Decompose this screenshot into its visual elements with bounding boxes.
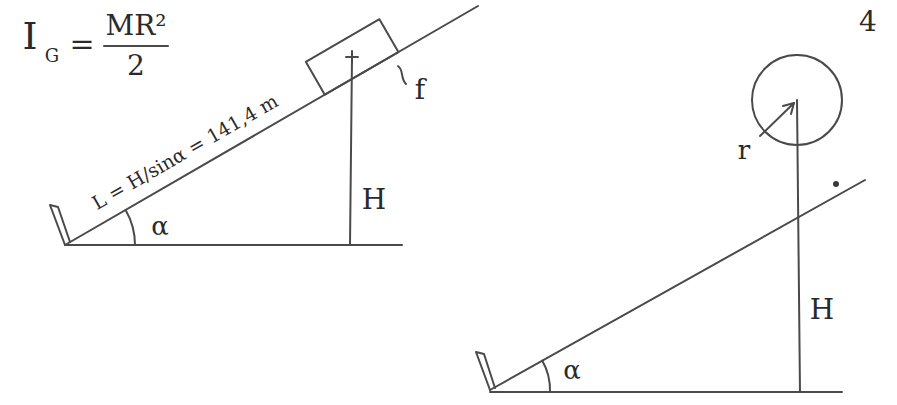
end-stop: [476, 352, 495, 390]
contact-point: [833, 181, 839, 187]
radius-arrowhead: [783, 103, 794, 114]
height-label: H: [362, 186, 386, 214]
incline-base: [65, 244, 402, 246]
angle-arc: [542, 361, 550, 393]
formula-subscript: G: [45, 47, 59, 65]
height-line: [797, 100, 800, 392]
end-stop: [50, 205, 70, 245]
friction-label: f: [415, 76, 425, 104]
angle-label: α: [151, 213, 169, 239]
formula-denominator: 2: [127, 52, 145, 80]
length-dimension: L = H/sinα = 141,4 m: [89, 91, 281, 213]
page-number: 4: [859, 8, 877, 36]
incline-slope: [65, 6, 478, 245]
height-label: H: [810, 296, 834, 324]
radius-label: r: [738, 137, 750, 163]
height-line: [350, 57, 352, 245]
radius-line: [760, 103, 794, 136]
friction-mark: [398, 66, 406, 84]
incline-base: [490, 391, 842, 393]
formula-equals: =: [69, 29, 94, 59]
angle-label: α: [563, 357, 581, 383]
formula-symbol: I: [22, 17, 37, 55]
angle-arc: [126, 210, 135, 245]
fraction-bar: [104, 45, 168, 47]
incline-slope: [490, 180, 865, 390]
formula-numerator: MR²: [106, 12, 167, 40]
